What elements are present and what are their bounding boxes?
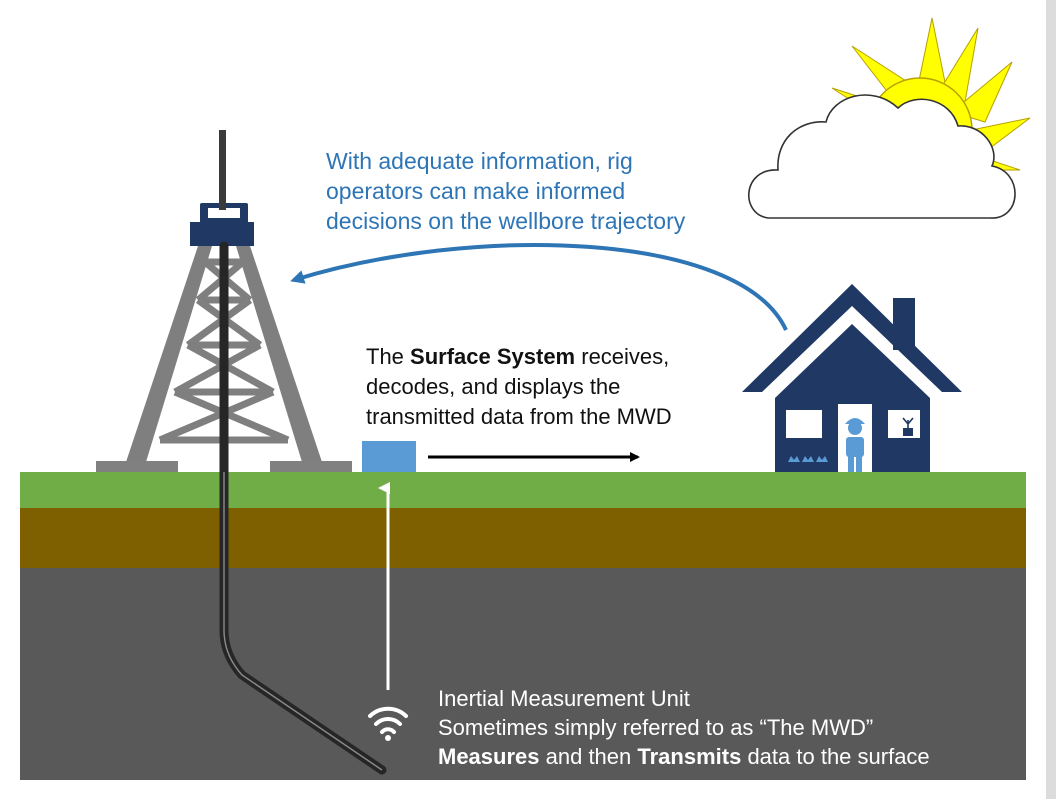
imu-title: Inertial Measurement Unit: [438, 686, 690, 711]
decision-line-2: operators can make informed: [326, 178, 626, 204]
worker-icon: [845, 418, 865, 472]
measures-term: Measures: [438, 744, 540, 769]
surface-system-box: [362, 441, 416, 472]
feedback-arrow: [290, 243, 788, 331]
imu-caption: Inertial Measurement Unit Sometimes simp…: [438, 684, 930, 771]
surface-suffix: receives,: [575, 344, 670, 369]
imu-subtitle: Sometimes simply referred to as “The MWD…: [438, 715, 874, 740]
rock-layer: [20, 568, 1026, 780]
decision-line-1: With adequate information, rig: [326, 148, 633, 174]
surface-prefix: The: [366, 344, 411, 369]
grass-layer: [20, 472, 1026, 508]
frame-edge: [1046, 0, 1056, 799]
surface-line-2: decodes, and displays the: [366, 374, 621, 399]
imu-end: data to the surface: [741, 744, 930, 769]
imu-line-3: Measures and then Transmits data to the …: [438, 742, 930, 771]
surface-line-3: transmitted data from the MWD: [366, 404, 672, 429]
transmits-term: Transmits: [637, 744, 742, 769]
surface-system-caption: The Surface System receives, decodes, an…: [366, 342, 672, 432]
soil-layer: [20, 508, 1026, 568]
house-icon: [742, 284, 962, 472]
wireless-signal-icon: [368, 706, 408, 741]
surface-line-1: The Surface System receives,: [366, 342, 672, 372]
decision-line-3: decisions on the wellbore trajectory: [326, 208, 686, 234]
imu-mid: and then: [539, 744, 638, 769]
decision-caption: With adequate information, rig operators…: [326, 146, 685, 236]
cloud-icon: [747, 94, 1016, 219]
drilling-rig-icon: [96, 130, 352, 472]
surface-system-term: Surface System: [410, 344, 576, 369]
